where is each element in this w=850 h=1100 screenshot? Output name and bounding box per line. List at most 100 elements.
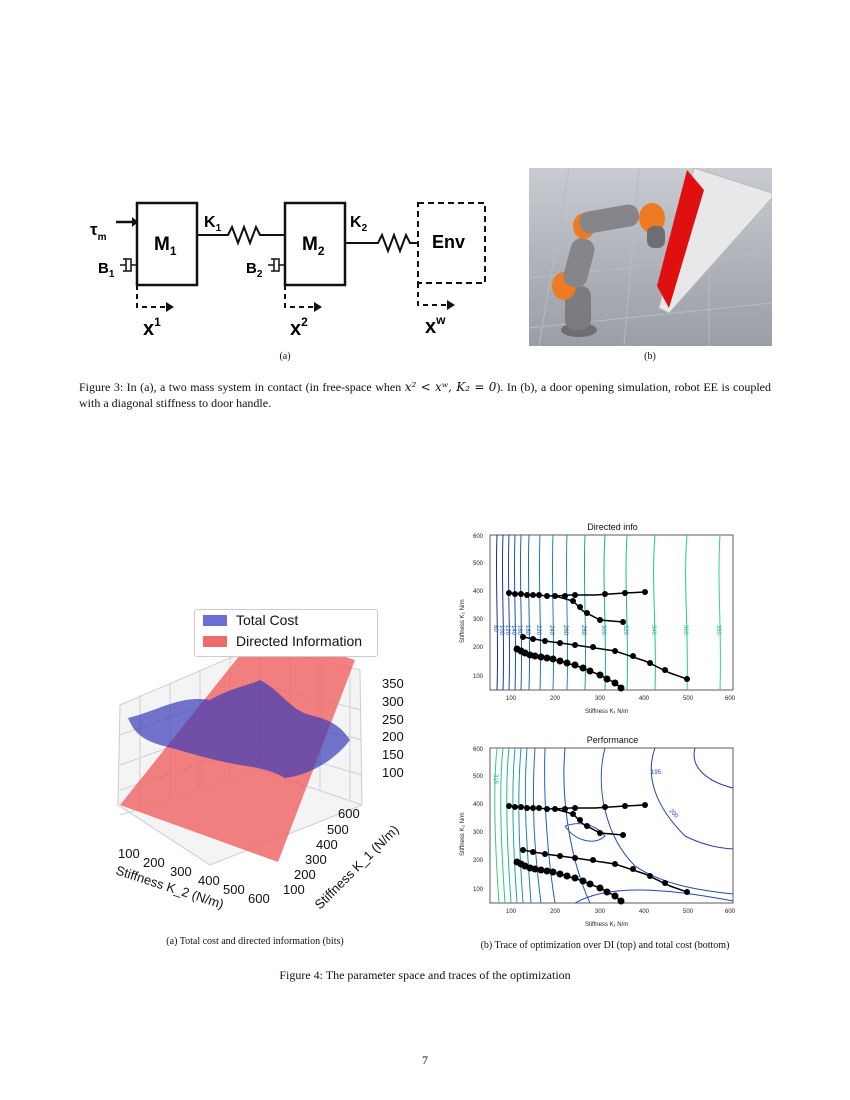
legend-swatch-directed-information [203, 636, 227, 647]
robot-simulation-image [529, 168, 772, 346]
svg-text:400: 400 [473, 802, 484, 808]
svg-text:200: 200 [668, 808, 680, 820]
svg-text:315: 315 [492, 774, 498, 785]
x2-label: x2 [290, 315, 308, 340]
env-box [417, 202, 486, 284]
door-handle-panel [657, 170, 704, 308]
xw-label: xw [425, 313, 446, 338]
svg-text:260: 260 [562, 625, 568, 636]
damper2-icon [268, 258, 285, 272]
bottom-contour-title: Performance [586, 735, 639, 745]
top-axes: 600 500 400 300 200 100 100 200 300 400 … [460, 534, 736, 715]
svg-text:300: 300 [473, 617, 484, 623]
svg-text:340: 340 [650, 625, 656, 636]
surface-legend: Total Cost Directed Information [194, 609, 378, 657]
fig3b-label: (b) [644, 351, 656, 362]
svg-text:Stiffness K₂ N/m: Stiffness K₂ N/m [460, 812, 466, 856]
two-mass-diagram: τm M1 B1 K1 M2 B2 K2 Env x1 x2 xw [90, 201, 486, 340]
robot-arm-icon [552, 203, 665, 337]
svg-text:600: 600 [725, 909, 736, 915]
svg-text:380: 380 [715, 625, 721, 636]
mass1-label: M1 [154, 234, 177, 258]
spring2-icon [345, 232, 418, 254]
svg-text:150: 150 [382, 747, 404, 762]
directed-info-contour: 80 100 120 140 160 180 220 240 260 280 3… [460, 534, 736, 715]
svg-text:200: 200 [473, 858, 484, 864]
svg-text:400: 400 [316, 837, 338, 852]
svg-text:160: 160 [516, 625, 522, 636]
svg-text:200: 200 [550, 909, 561, 915]
svg-text:300: 300 [305, 852, 327, 867]
svg-text:300: 300 [382, 694, 404, 709]
svg-text:80: 80 [492, 625, 498, 632]
fig4a-label: (a) Total cost and directed information … [166, 936, 344, 947]
svg-text:100: 100 [473, 674, 484, 680]
svg-text:Stiffness K₁ N/m: Stiffness K₁ N/m [585, 922, 628, 928]
torque-label: τm [90, 220, 107, 243]
page-number: 7 [422, 1053, 428, 1067]
svg-text:500: 500 [223, 882, 245, 897]
svg-text:250: 250 [382, 712, 404, 727]
surface-ylabel: Stiffness K_1 (N/m) [312, 822, 402, 912]
svg-text:Stiffness K₂ N/m: Stiffness K₂ N/m [460, 599, 466, 643]
svg-text:400: 400 [639, 909, 650, 915]
x1-label: x1 [143, 315, 161, 340]
directed-info-contour-lines [495, 534, 721, 691]
figure4-caption: Figure 4: The parameter space and traces… [279, 968, 571, 982]
svg-text:600: 600 [473, 534, 484, 540]
k1-label: K1 [204, 214, 222, 234]
svg-text:100: 100 [283, 882, 305, 897]
svg-text:100: 100 [118, 846, 140, 861]
svg-text:100: 100 [506, 909, 517, 915]
svg-text:300: 300 [600, 625, 606, 636]
svg-text:300: 300 [595, 909, 606, 915]
b1-label: B1 [98, 260, 115, 280]
fig4b-label: (b) Trace of optimization over DI (top) … [480, 940, 730, 951]
svg-text:240: 240 [548, 625, 554, 636]
svg-text:500: 500 [473, 561, 484, 567]
k2-label: K2 [350, 214, 368, 234]
svg-text:280: 280 [580, 625, 586, 636]
bottom-trace [506, 802, 690, 905]
svg-text:400: 400 [473, 589, 484, 595]
svg-text:100: 100 [473, 887, 484, 893]
svg-text:600: 600 [473, 747, 484, 753]
svg-text:200: 200 [382, 729, 404, 744]
bottom-axes: 600 500 400 300 200 100 100 200 300 400 … [460, 747, 736, 928]
performance-contour-labels: 195 200 315 [492, 770, 679, 820]
svg-text:600: 600 [725, 696, 736, 702]
svg-text:200: 200 [294, 867, 316, 882]
top-contour-title: Directed info [587, 522, 638, 532]
svg-text:200: 200 [550, 696, 561, 702]
env-label: Env [432, 232, 465, 252]
svg-text:300: 300 [473, 830, 484, 836]
spring1-icon [197, 224, 285, 246]
svg-text:320: 320 [622, 625, 628, 636]
svg-text:140: 140 [510, 625, 516, 636]
figure3-caption: Figure 3: In (a), a two mass system in c… [79, 380, 771, 410]
svg-text:100: 100 [382, 765, 404, 780]
surface-z-axis: 350 300 250 200 150 100 [382, 676, 404, 780]
directed-info-contour-labels: 80 100 120 140 160 180 220 240 260 280 3… [492, 625, 721, 636]
svg-text:100: 100 [506, 696, 517, 702]
surface-x-axis: 100 200 300 400 500 600 Stiffness K_2 (N… [114, 846, 270, 912]
svg-text:300: 300 [595, 696, 606, 702]
svg-text:200: 200 [143, 855, 165, 870]
svg-text:100: 100 [498, 625, 504, 636]
performance-contour-lines [494, 747, 734, 904]
svg-text:500: 500 [327, 822, 349, 837]
legend-label-total-cost: Total Cost [236, 612, 299, 628]
total-cost-surface [128, 680, 350, 778]
svg-text:500: 500 [683, 909, 694, 915]
svg-text:360: 360 [682, 625, 688, 636]
svg-text:300: 300 [170, 864, 192, 879]
svg-text:Stiffness K₁ N/m: Stiffness K₁ N/m [585, 709, 628, 715]
svg-text:500: 500 [473, 774, 484, 780]
fig3a-label: (a) [279, 351, 291, 362]
svg-text:350: 350 [382, 676, 404, 691]
svg-text:180: 180 [524, 625, 530, 636]
damper1-icon [120, 258, 137, 272]
svg-text:600: 600 [248, 891, 270, 906]
surface-plot: 350 300 250 200 150 100 100 200 300 400 … [114, 630, 404, 912]
performance-contour: 195 200 315 600 500 400 300 200 100 100 … [460, 747, 736, 928]
